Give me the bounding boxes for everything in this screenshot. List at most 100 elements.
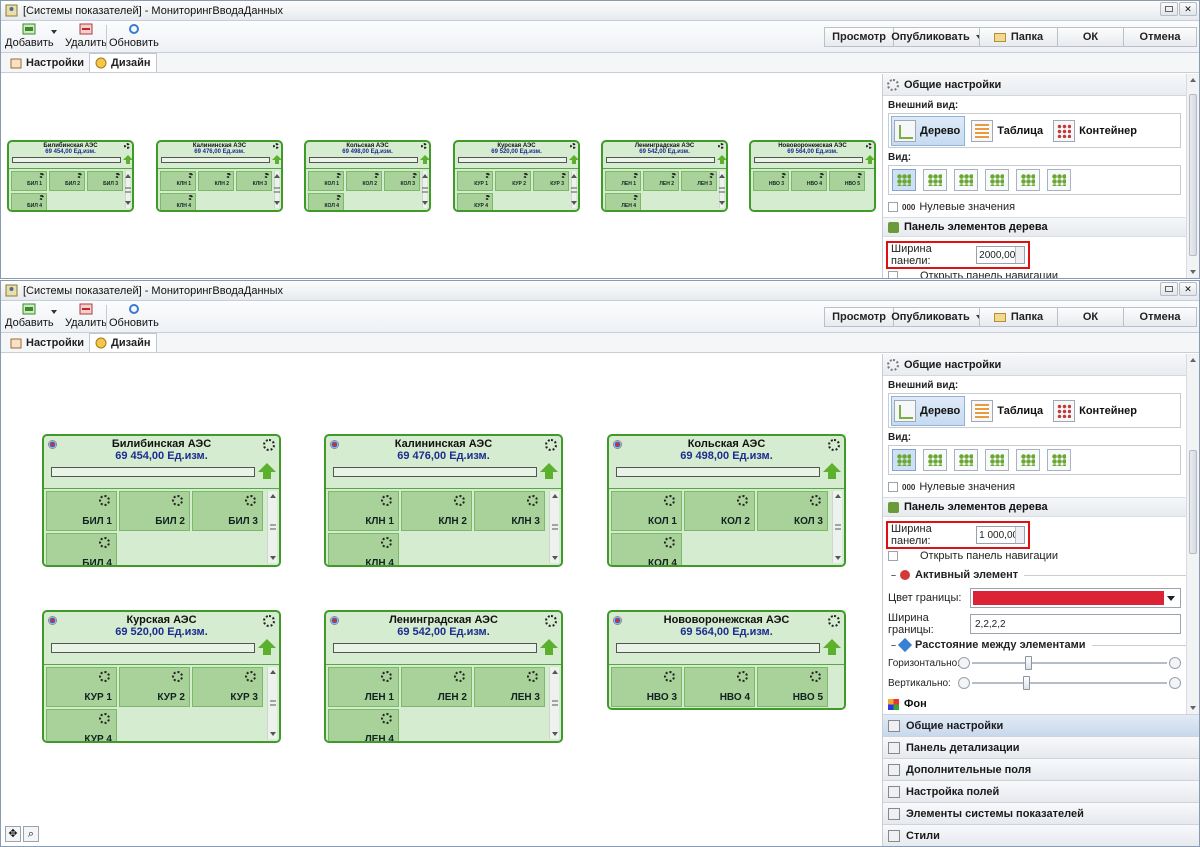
gear-icon[interactable]	[99, 495, 110, 506]
child-cell[interactable]: ЛЕН 4	[605, 193, 641, 210]
scroll-down-icon[interactable]	[1190, 706, 1196, 710]
gear-icon[interactable]	[664, 495, 675, 506]
layout-tree-up-icon[interactable]	[923, 449, 947, 471]
delete-button[interactable]: Удалить	[65, 303, 107, 329]
child-cell[interactable]: КЛН 1	[160, 171, 196, 191]
gear-icon[interactable]	[263, 615, 275, 627]
child-cell[interactable]: ЛЕН 3	[474, 667, 545, 707]
gear-icon[interactable]	[381, 671, 392, 682]
scroll-up-icon[interactable]	[834, 494, 841, 498]
scroll-down-icon[interactable]	[422, 201, 428, 205]
scroll-down-icon[interactable]	[269, 556, 276, 560]
scroll-down-icon[interactable]	[551, 732, 558, 736]
child-cell[interactable]: КОЛ 4	[308, 193, 344, 210]
accordion-detail-panel[interactable]: Панель детализации	[883, 736, 1199, 758]
child-cell[interactable]: КУР 4	[457, 193, 493, 210]
tab-design[interactable]: Дизайн	[89, 53, 157, 72]
child-scrollbar[interactable]	[832, 491, 842, 563]
child-cell[interactable]: НВО 4	[684, 667, 755, 707]
scroll-grip-icon[interactable]	[125, 187, 131, 192]
general-settings-header[interactable]: Общие настройки	[883, 354, 1199, 376]
slider-thumb[interactable]	[1024, 656, 1032, 670]
scroll-up-icon[interactable]	[1190, 358, 1196, 362]
child-cell[interactable]: КОЛ 2	[346, 171, 382, 191]
child-cell[interactable]: КУР 1	[46, 667, 117, 707]
gear-icon[interactable]	[381, 495, 392, 506]
child-cell[interactable]: БИЛ 4	[46, 533, 117, 565]
child-cell[interactable]: НВО 3	[611, 667, 682, 707]
gear-icon[interactable]	[273, 143, 279, 149]
child-scrollbar[interactable]	[274, 171, 280, 208]
gear-icon[interactable]	[545, 439, 557, 451]
panel-scrollbar[interactable]	[1186, 354, 1199, 714]
view-tree-option[interactable]: Дерево	[891, 395, 966, 426]
child-cell[interactable]: БИЛ 1	[46, 491, 117, 531]
gear-icon[interactable]	[454, 671, 465, 682]
gear-icon[interactable]	[39, 173, 44, 178]
layout-tree-horizontal-icon[interactable]	[1016, 449, 1040, 471]
child-cell[interactable]: ЛЕН 2	[401, 667, 472, 707]
gear-icon[interactable]	[381, 713, 392, 724]
child-cell[interactable]: КУР 1	[457, 171, 493, 191]
gear-icon[interactable]	[633, 173, 638, 178]
publish-button[interactable]: Опубликовать	[891, 307, 982, 327]
gear-icon[interactable]	[39, 195, 44, 200]
folder-button[interactable]: Папка	[979, 27, 1058, 47]
gear-icon[interactable]	[523, 173, 528, 178]
delete-button[interactable]: Удалить	[65, 23, 107, 49]
gear-icon[interactable]	[124, 143, 130, 149]
gear-icon[interactable]	[633, 195, 638, 200]
gear-icon[interactable]	[810, 671, 821, 682]
slider-increase-icon[interactable]	[1169, 677, 1181, 689]
gear-icon[interactable]	[828, 615, 840, 627]
publish-button[interactable]: Опубликовать	[891, 27, 982, 47]
panel-scrollbar[interactable]	[1186, 74, 1199, 278]
child-scrollbar[interactable]	[267, 491, 277, 563]
layout-tree-vertical-icon[interactable]	[1047, 169, 1071, 191]
cancel-button[interactable]: Отмена	[1123, 27, 1197, 47]
panel-width-input[interactable]: 2000,00	[976, 246, 1025, 264]
border-width-input[interactable]: 2,2,2,2	[970, 614, 1181, 634]
view-table-option[interactable]: Таблица	[969, 116, 1047, 146]
zero-values-checkbox[interactable]	[888, 202, 898, 212]
gear-icon[interactable]	[828, 439, 840, 451]
child-cell[interactable]: ЛЕН 1	[605, 171, 641, 191]
close-button[interactable]: ✕	[1179, 2, 1197, 16]
child-cell[interactable]: ЛЕН 1	[328, 667, 399, 707]
child-cell[interactable]: КЛН 4	[160, 193, 196, 210]
child-cell[interactable]: КУР 3	[192, 667, 263, 707]
view-container-option[interactable]: Контейнер	[1051, 116, 1141, 146]
scroll-up-icon[interactable]	[551, 670, 558, 674]
gear-icon[interactable]	[857, 173, 862, 178]
gear-icon[interactable]	[561, 173, 566, 178]
gear-icon[interactable]	[545, 615, 557, 627]
child-cell[interactable]: НВО 5	[757, 667, 828, 707]
child-cell[interactable]: БИЛ 2	[49, 171, 85, 191]
layout-tree-left-icon[interactable]	[954, 169, 978, 191]
gear-icon[interactable]	[245, 671, 256, 682]
gear-icon[interactable]	[336, 195, 341, 200]
preview-button[interactable]: Просмотр	[824, 307, 894, 327]
scroll-down-icon[interactable]	[274, 201, 280, 205]
child-cell[interactable]: КОЛ 3	[757, 491, 828, 531]
scroll-up-icon[interactable]	[551, 494, 558, 498]
gear-icon[interactable]	[485, 195, 490, 200]
add-dropdown-arrow[interactable]	[51, 30, 57, 34]
child-cell[interactable]: БИЛ 3	[87, 171, 123, 191]
child-cell[interactable]: НВО 4	[791, 171, 827, 191]
gear-icon[interactable]	[709, 173, 714, 178]
border-color-picker[interactable]	[970, 588, 1181, 608]
child-cell[interactable]: КОЛ 4	[611, 533, 682, 565]
tab-design[interactable]: Дизайн	[89, 333, 157, 352]
layout-tree-up-icon[interactable]	[923, 169, 947, 191]
child-scrollbar[interactable]	[549, 491, 559, 563]
scroll-grip-icon[interactable]	[551, 524, 558, 530]
slider-decrease-icon[interactable]	[958, 677, 970, 689]
gear-icon[interactable]	[570, 143, 576, 149]
layout-tree-down-icon[interactable]	[892, 449, 916, 471]
